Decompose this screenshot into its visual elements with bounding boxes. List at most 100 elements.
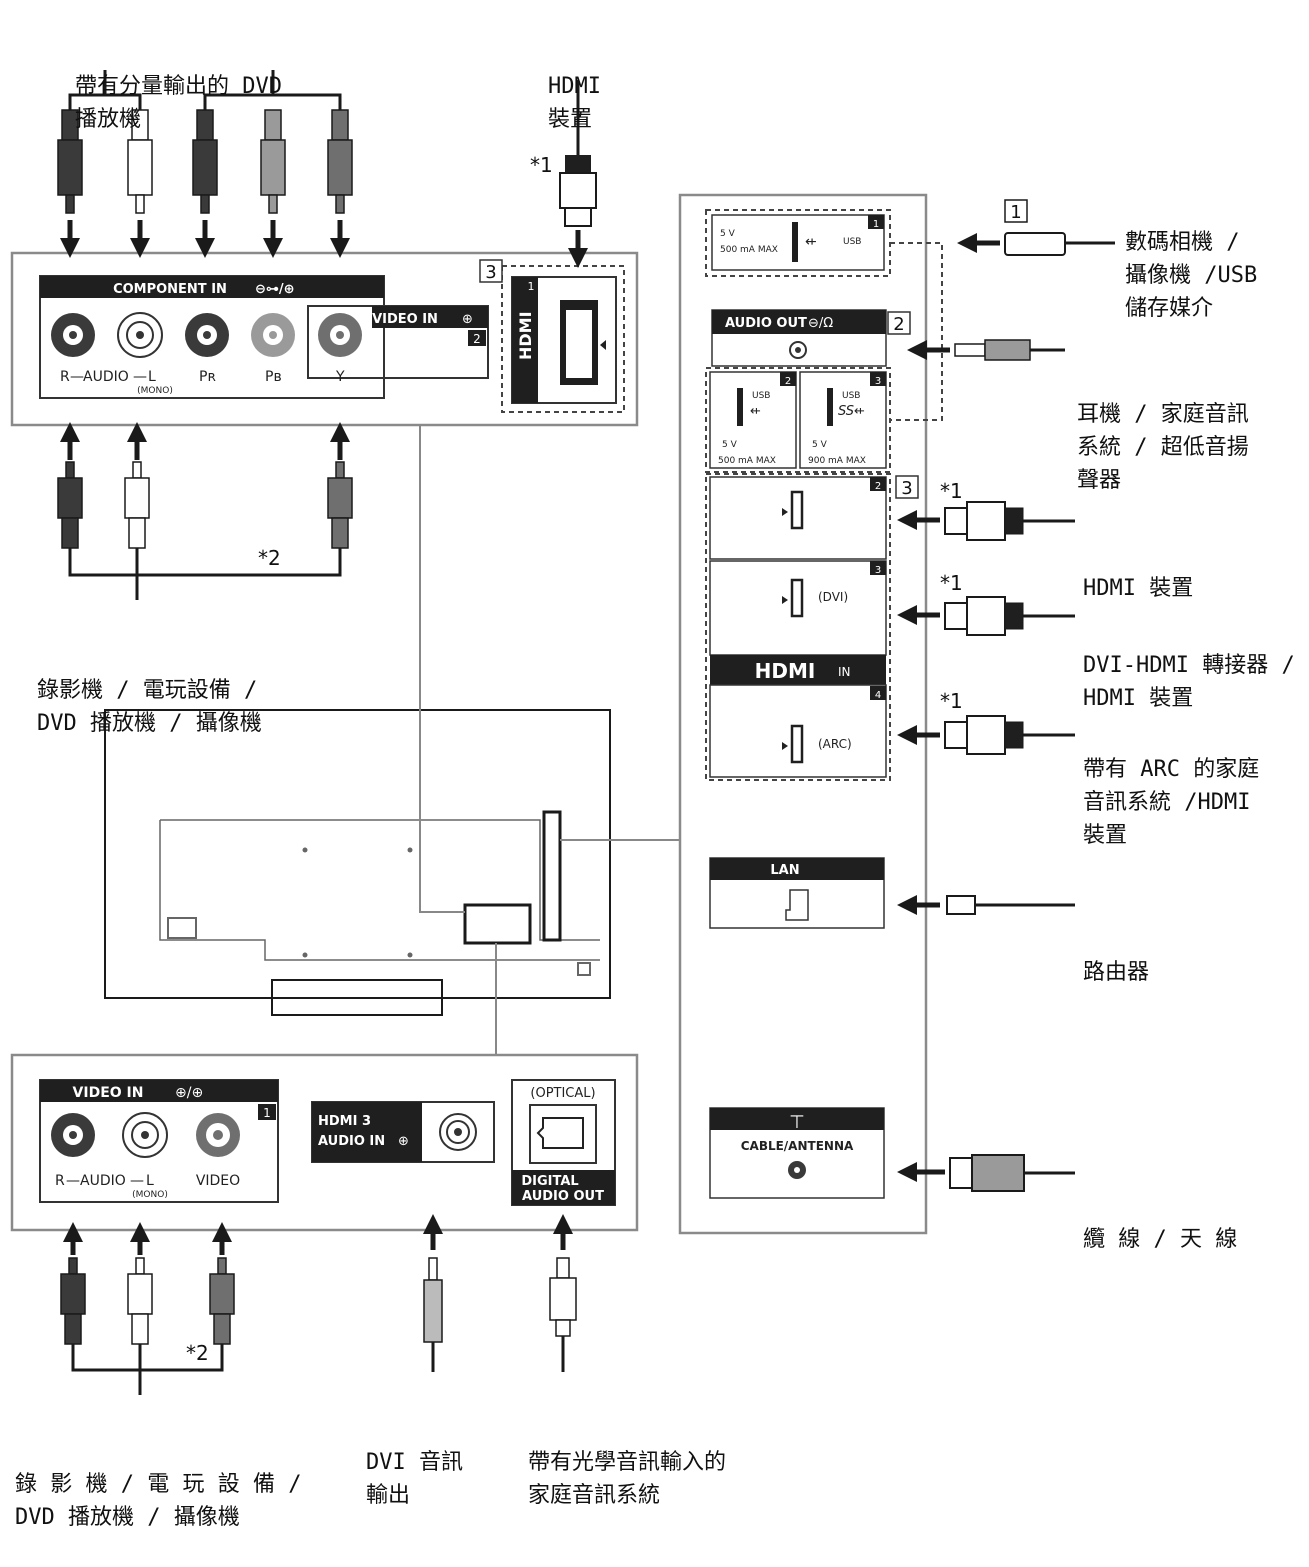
lan-plug	[897, 895, 1075, 915]
svg-text:2: 2	[473, 332, 481, 346]
hdmi-plug-side-1: *1	[897, 479, 1075, 541]
box-3-top: 3	[485, 262, 496, 283]
svg-text:⇷: ⇷	[805, 234, 817, 250]
lan-port	[785, 889, 809, 921]
svg-text:—: —	[70, 369, 84, 385]
svg-text:2: 2	[785, 376, 791, 387]
tv-rear	[104, 425, 680, 1055]
jack-video	[196, 1113, 240, 1157]
label-cable-antenna: 纜 線 / 天 線	[1083, 1227, 1238, 1252]
hdmi1-vertical-logo: HDMI	[516, 311, 535, 360]
svg-text:USB: USB	[842, 391, 860, 401]
svg-text:⊕/⊕: ⊕/⊕	[175, 1085, 203, 1101]
svg-text:2: 2	[875, 481, 881, 492]
dvi-audio-plug	[423, 1257, 443, 1372]
svg-text:IN: IN	[838, 665, 851, 679]
svg-text:—: —	[133, 369, 147, 385]
side-connector-panel: 5 V 500 mA MAX ⇷ USB 1 AUDIO OUT ⊖/Ω 2 U…	[678, 193, 943, 1235]
optical-port	[536, 1117, 584, 1149]
optical-label: (OPTICAL)	[530, 1086, 595, 1101]
hdmi1-port	[560, 300, 598, 385]
svg-text:USB: USB	[843, 237, 861, 247]
label-r: R	[60, 369, 70, 385]
arc-label: (ARC)	[818, 737, 852, 751]
jack-component-pr	[185, 313, 229, 357]
hdmi-plug-top: *1	[530, 80, 597, 227]
svg-text:4: 4	[875, 690, 881, 701]
hdmi-plug-side-2: *1	[897, 571, 1075, 636]
label-mono: (MONO)	[137, 386, 173, 396]
svg-text:5 V: 5 V	[722, 440, 738, 450]
star1-top: *1	[530, 153, 553, 177]
label-hdmi-device: HDMI 裝置	[1083, 576, 1194, 601]
svg-text:500 mA MAX: 500 mA MAX	[718, 456, 776, 466]
svg-text:*1: *1	[940, 571, 963, 595]
svg-text:L: L	[146, 1173, 154, 1189]
svg-text:⊕: ⊕	[398, 1134, 409, 1149]
svg-text:(MONO): (MONO)	[132, 1190, 168, 1200]
star2-bottom: *2	[186, 1341, 209, 1365]
label-pr: Pʀ	[199, 369, 216, 385]
jack-video-r	[51, 1113, 95, 1157]
recorder-plugs-bottom: *2	[60, 1214, 577, 1395]
label-recorder-top: 錄影機 / 電玩設備 /DVD 播放機 / 攝像機	[37, 678, 262, 736]
label-audio: AUDIO	[83, 369, 129, 385]
svg-text:⇷: ⇷	[750, 404, 761, 419]
top-connector-panel: COMPONENT IN ⊖⊶/⊕ VIDEO IN ⊕ 2 R — AUDIO…	[10, 251, 639, 427]
coax-plug	[897, 1154, 1075, 1192]
svg-text:3: 3	[875, 376, 881, 387]
svg-text:AUDIO: AUDIO	[80, 1173, 126, 1189]
bottom-connector-panel: VIDEO IN ⊕/⊕ 1 R — AUDIO — L (MONO) VIDE…	[10, 1053, 639, 1232]
jack-component-y	[318, 313, 362, 357]
cable-antenna-label: CABLE/ANTENNA	[741, 1139, 854, 1153]
svg-text:3: 3	[875, 565, 881, 576]
svg-text:⊖/Ω: ⊖/Ω	[808, 316, 833, 331]
optical-plug	[549, 1257, 577, 1372]
svg-text:R: R	[55, 1173, 65, 1189]
label-dvi-hdmi: DVI-HDMI 轉接器 /HDMI 裝置	[1083, 653, 1295, 711]
label-optical-system: 帶有光學音訊輸入的家庭音訊系統	[528, 1450, 727, 1508]
svg-text:⊤: ⊤	[789, 1112, 805, 1133]
jack-video-l	[122, 1112, 168, 1158]
svg-text:USB: USB	[752, 391, 770, 401]
svg-text:5 V: 5 V	[720, 229, 736, 239]
video-in-title: VIDEO IN	[372, 312, 438, 327]
label-dvi-audio-out: DVI 音訊輸出	[366, 1450, 463, 1508]
hdmi3-audio-in-l1: HDMI 3	[318, 1114, 371, 1129]
jack-hdmi3-audio	[439, 1113, 477, 1151]
svg-text:1: 1	[873, 219, 879, 230]
svg-text:*1: *1	[940, 689, 963, 713]
hdmi3-audio-in-l2: AUDIO IN	[318, 1134, 385, 1149]
jack-component-l	[117, 312, 163, 358]
svg-text:1: 1	[528, 280, 535, 293]
svg-text:*1: *1	[940, 479, 963, 503]
svg-text:—: —	[130, 1173, 144, 1189]
label-l: L	[148, 369, 156, 385]
hdmi4-port	[782, 724, 804, 764]
label-recorder-bottom: 錄 影 機 / 電 玩 設 備 /DVD 播放機 / 攝像機	[15, 1472, 302, 1530]
svg-text:500 mA MAX: 500 mA MAX	[720, 245, 778, 255]
label-pb: Pʙ	[265, 369, 282, 385]
box-2: 2	[893, 314, 904, 335]
svg-text:900 mA MAX: 900 mA MAX	[808, 456, 866, 466]
box-3-side: 3	[901, 478, 912, 499]
label-y: Y	[335, 369, 345, 385]
lan-label: LAN	[770, 863, 799, 878]
svg-text:—: —	[66, 1173, 80, 1189]
box-1: 1	[1010, 202, 1021, 223]
audio-out-label: AUDIO OUT	[725, 316, 807, 331]
svg-text:⊖⊶/⊕: ⊖⊶/⊕	[255, 282, 295, 297]
component-in-title: COMPONENT IN	[113, 282, 227, 297]
hdmi-in-logo: HDMI	[755, 659, 816, 683]
svg-text:1: 1	[263, 1106, 271, 1120]
label-router: 路由器	[1083, 960, 1150, 985]
svg-text:⊕: ⊕	[462, 312, 473, 327]
jack-component-pb	[251, 313, 295, 357]
svg-text:SS⇷: SS⇷	[838, 404, 865, 419]
hdmi2-port	[782, 490, 804, 530]
digital-audio-out-l1: DIGITAL	[521, 1174, 578, 1189]
